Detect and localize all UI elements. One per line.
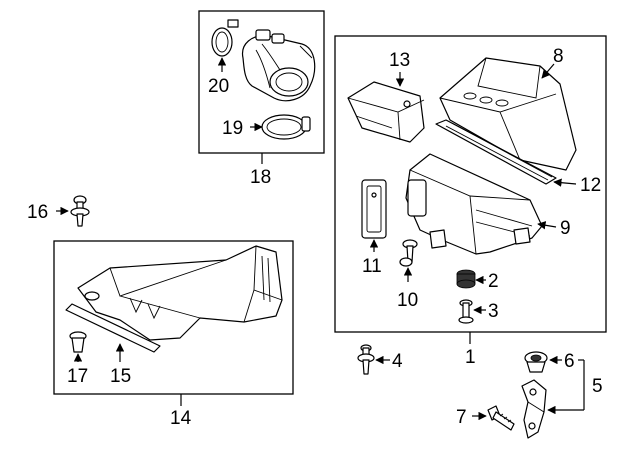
- resonator-13-part: [347, 81, 425, 143]
- bolt-7-part: [487, 405, 515, 431]
- callout-13: 13: [389, 50, 410, 71]
- callout-16: 16: [27, 202, 48, 223]
- lower-case-9-part: [405, 153, 543, 255]
- callout-17: 17: [67, 366, 88, 387]
- push-pin-10-part: [399, 239, 418, 267]
- callout-18: 18: [250, 167, 271, 188]
- grommet-2-part: [456, 269, 476, 289]
- callout-3: 3: [488, 301, 499, 322]
- callout-20: 20: [208, 76, 229, 97]
- group-box-14: [53, 240, 294, 395]
- clip-17-part: [69, 331, 87, 353]
- callout-15: 15: [110, 366, 131, 387]
- bracket-5-part: [521, 379, 547, 439]
- callout-8: 8: [553, 46, 564, 67]
- callout-14: 14: [170, 408, 192, 429]
- callout-4: 4: [392, 351, 403, 372]
- callout-12: 12: [580, 175, 601, 196]
- callout-2: 2: [488, 271, 499, 292]
- seal-15-part: [65, 303, 161, 353]
- air-filter-12-part: [435, 119, 557, 185]
- upper-case-8-part: [439, 57, 577, 171]
- clip-16-part: [70, 195, 90, 227]
- callout-9: 9: [560, 218, 571, 239]
- callout-1: 1: [465, 347, 476, 368]
- hose-clamp-19-part: [261, 114, 311, 140]
- air-duct-14-part: [77, 245, 283, 341]
- callout-6: 6: [564, 351, 575, 372]
- callout-19: 19: [222, 118, 243, 139]
- hose-clamp-20-part: [211, 19, 239, 57]
- callout-11: 11: [362, 256, 382, 277]
- bracket-11-part: [361, 179, 387, 239]
- callout-5: 5: [592, 376, 603, 397]
- clip-4-part: [357, 344, 375, 375]
- callout-10: 10: [397, 290, 418, 311]
- grommet-6-part: [524, 351, 548, 373]
- callout-7: 7: [456, 407, 467, 428]
- bolt-3-part: [458, 299, 474, 324]
- intake-hose-part: [241, 29, 316, 102]
